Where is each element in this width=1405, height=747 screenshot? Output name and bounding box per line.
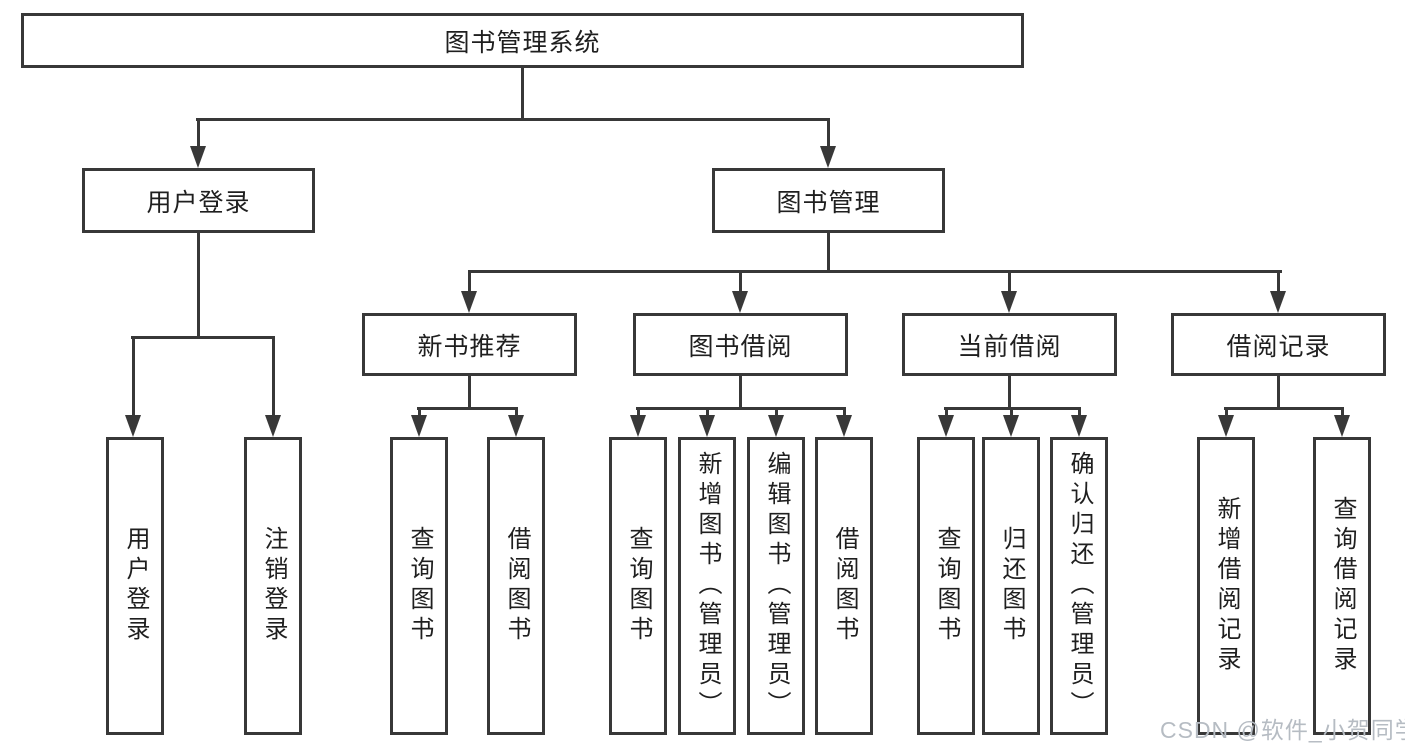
connector-stem [197, 233, 200, 338]
connector-arrow-shaft [706, 409, 709, 417]
node-book-management: 图书管理 [712, 168, 945, 233]
connector-stem [468, 376, 471, 409]
leaf-nb-borrow-books: 借阅图书 [487, 437, 545, 735]
leaf-cb-return-books: 归还图书 [982, 437, 1040, 735]
connector-arrow-shaft [775, 409, 778, 417]
connector-arrowhead [411, 415, 427, 437]
node-borrow-records: 借阅记录 [1171, 313, 1386, 376]
connector-arrow-shaft [515, 409, 518, 417]
node-user-login: 用户登录 [82, 168, 315, 233]
connector-stem [1008, 376, 1011, 409]
connector-arrow-shaft [132, 338, 135, 417]
leaf-bb-query-books: 查询图书 [609, 437, 667, 735]
connector-arrow-shaft [1225, 409, 1228, 417]
connector-arrowhead [190, 146, 206, 168]
connector-arrowhead [1071, 415, 1087, 437]
connector-arrow-shaft [843, 409, 846, 417]
connector-arrow-shaft [1078, 409, 1081, 417]
leaf-bb-edit-books-admin: 编辑图书（管理员） [747, 437, 805, 735]
connector-arrow-shaft [418, 409, 421, 417]
connector-arrowhead [125, 415, 141, 437]
connector-arrowhead [1218, 415, 1234, 437]
connector-arrowhead [732, 291, 748, 313]
connector-arrow-shaft [1010, 409, 1013, 417]
connector-arrow-shaft [739, 272, 742, 293]
connector-arrowhead [1334, 415, 1350, 437]
connector-arrowhead [265, 415, 281, 437]
connector-arrow-shaft [827, 120, 830, 148]
connector-arrowhead [1001, 291, 1017, 313]
connector-arrow-shaft [197, 120, 200, 148]
connector-arrow-shaft [1277, 272, 1280, 293]
connector-arrowhead [820, 146, 836, 168]
connector-arrowhead [630, 415, 646, 437]
connector-stem [739, 376, 742, 409]
connector-bar [196, 118, 830, 121]
connector-arrow-shaft [1341, 409, 1344, 417]
connector-bar [131, 336, 275, 339]
connector-bar [944, 407, 1081, 410]
leaf-cb-confirm-return-admin: 确认归还（管理员） [1050, 437, 1108, 735]
connector-stem [1277, 376, 1280, 409]
leaf-cb-query-books: 查询图书 [917, 437, 975, 735]
connector-stem [521, 68, 524, 120]
connector-arrowhead [461, 291, 477, 313]
node-root: 图书管理系统 [21, 13, 1024, 68]
connector-stem [827, 233, 830, 272]
leaf-bb-add-books-admin: 新增图书（管理员） [678, 437, 736, 735]
leaf-bb-borrow-books: 借阅图书 [815, 437, 873, 735]
node-book-borrow: 图书借阅 [633, 313, 848, 376]
connector-bar [468, 270, 1282, 273]
connector-arrow-shaft [1008, 272, 1011, 293]
connector-arrowhead [768, 415, 784, 437]
connector-arrow-shaft [272, 338, 275, 417]
connector-arrow-shaft [468, 272, 471, 293]
connector-bar [1224, 407, 1344, 410]
node-new-book-recommend: 新书推荐 [362, 313, 577, 376]
connector-arrowhead [699, 415, 715, 437]
connector-arrowhead [1270, 291, 1286, 313]
connector-arrowhead [836, 415, 852, 437]
connector-bar [417, 407, 518, 410]
connector-arrowhead [938, 415, 954, 437]
connector-arrowhead [1003, 415, 1019, 437]
leaf-logout: 注销登录 [244, 437, 302, 735]
leaf-nb-query-books: 查询图书 [390, 437, 448, 735]
csdn-watermark: CSDN @软件_小贺同学 [1160, 717, 1405, 743]
leaf-user-login: 用户登录 [106, 437, 164, 735]
node-current-borrow: 当前借阅 [902, 313, 1117, 376]
leaf-br-query-record: 查询借阅记录 [1313, 437, 1371, 735]
connector-arrow-shaft [945, 409, 948, 417]
connector-arrow-shaft [637, 409, 640, 417]
leaf-br-add-record: 新增借阅记录 [1197, 437, 1255, 735]
connector-arrowhead [508, 415, 524, 437]
connector-bar [636, 407, 846, 410]
